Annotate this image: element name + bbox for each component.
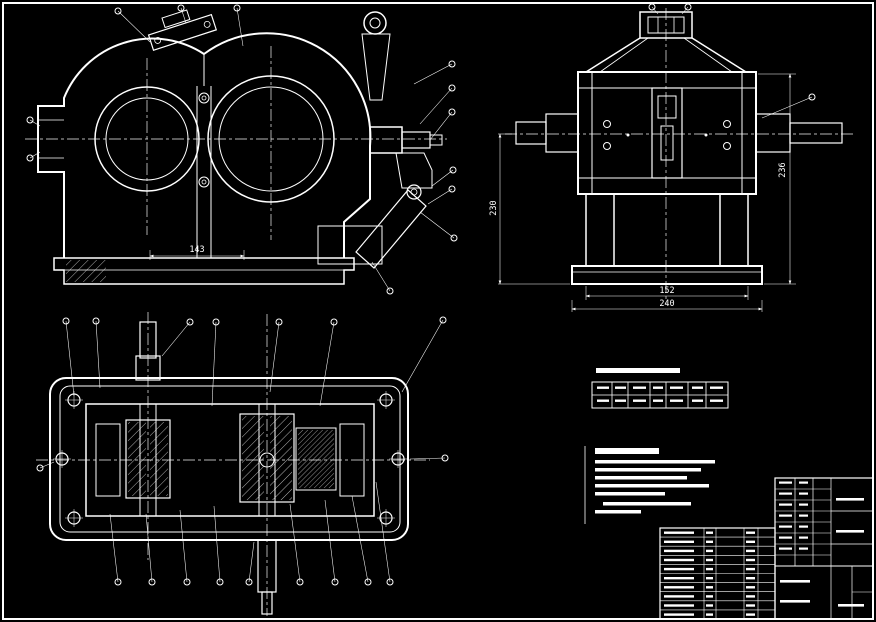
callout-balloon — [26, 151, 41, 162]
input-shaft-plan — [139, 403, 157, 517]
callout-balloon — [427, 185, 456, 205]
callout-balloon — [419, 84, 456, 125]
dipstick-tube-hatch — [355, 189, 427, 269]
dipstick-boss — [395, 152, 433, 189]
gear-parameter-table — [591, 368, 729, 409]
callout-balloon — [269, 318, 283, 393]
table-heading-bar — [596, 368, 680, 373]
callout-balloon — [62, 317, 75, 397]
input-bearing-bore — [94, 86, 200, 192]
callout-balloon — [648, 3, 659, 15]
dimension-side-height-right: 236 — [758, 73, 796, 285]
top-cap — [639, 11, 693, 39]
technical-notes — [584, 446, 715, 524]
bearing-bolt — [723, 142, 731, 150]
dim-text-side-height-left: 230 — [489, 200, 499, 215]
eye-gusset-hatch — [361, 33, 391, 101]
oil-level-plug — [198, 176, 210, 188]
callout-balloon — [413, 60, 456, 85]
dimension-side-base-inner: 152 — [585, 286, 749, 300]
bearing-bolt — [603, 142, 611, 150]
dimension-side-base-outer: 240 — [571, 299, 763, 312]
bearing-bolt — [603, 120, 611, 128]
callout-balloon — [681, 3, 692, 15]
inspection-cover — [147, 9, 218, 51]
output-shaft-plan — [258, 403, 276, 517]
pinion — [295, 427, 337, 491]
bearing-left — [95, 423, 121, 497]
callout-balloon — [36, 461, 55, 472]
dimension-front-width: 143 — [149, 245, 245, 260]
callout-balloon — [26, 116, 41, 127]
output-shaft-stub — [369, 126, 403, 154]
housing-base — [53, 257, 355, 285]
oil-sump-hatch — [317, 225, 383, 265]
callout-balloon — [109, 513, 122, 586]
gear-2 — [239, 413, 295, 503]
callout-balloon — [319, 318, 338, 407]
callout-balloon — [371, 261, 394, 295]
plan-view — [36, 312, 430, 616]
title-block — [774, 477, 874, 620]
gear-1 — [125, 419, 171, 499]
callout-balloon — [401, 316, 447, 393]
base-section-hatch — [66, 260, 106, 282]
callout-balloon — [351, 495, 372, 586]
callout-balloon — [145, 513, 156, 586]
callout-balloon — [429, 108, 456, 141]
dim-text-side-height-right: 236 — [778, 162, 788, 177]
oil-plug — [198, 92, 210, 104]
housing-body-side — [577, 71, 757, 195]
side-view: 152 240 236 230 — [489, 8, 856, 312]
callout-balloon — [375, 481, 394, 586]
part-callouts — [26, 3, 816, 586]
lifting-eye — [363, 11, 387, 35]
callout-balloon — [289, 503, 304, 586]
dim-text-side-base-outer: 240 — [659, 299, 674, 309]
dim-text-side-base-inner: 152 — [659, 286, 674, 296]
center-rib — [651, 87, 683, 179]
callout-balloon — [233, 4, 244, 47]
callout-balloon — [324, 499, 339, 586]
bom-table — [659, 527, 776, 620]
callout-balloon — [409, 454, 449, 462]
callout-balloon — [245, 541, 255, 586]
flange-outline — [49, 377, 409, 541]
callout-balloon — [92, 317, 101, 389]
callout-balloon — [431, 166, 457, 187]
callout-balloon — [213, 505, 224, 586]
input-shaft-end — [515, 121, 547, 145]
callout-balloon — [761, 93, 816, 119]
housing-leg — [719, 193, 749, 267]
callout-balloon — [177, 4, 187, 24]
dipstick-cap — [406, 184, 422, 200]
flange-bolts — [53, 391, 407, 527]
callout-balloon — [114, 7, 151, 43]
callout-balloon — [419, 211, 458, 242]
dimension-side-height-left: 230 — [489, 133, 570, 285]
callout-balloon — [179, 509, 191, 586]
housing-cavity — [85, 403, 375, 517]
base-plate-side — [571, 265, 763, 285]
housing-outline — [37, 32, 372, 258]
output-shaft-end — [755, 113, 791, 153]
front-view: 143 — [25, 9, 447, 285]
callout-balloon — [161, 318, 194, 357]
input-shaft-stub-plan — [139, 321, 157, 359]
callout-balloon — [211, 318, 220, 407]
dim-text-front-width: 143 — [189, 245, 204, 255]
output-bearing-bore — [207, 75, 335, 203]
housing-leg — [585, 193, 615, 267]
bearing-bolt — [723, 120, 731, 128]
